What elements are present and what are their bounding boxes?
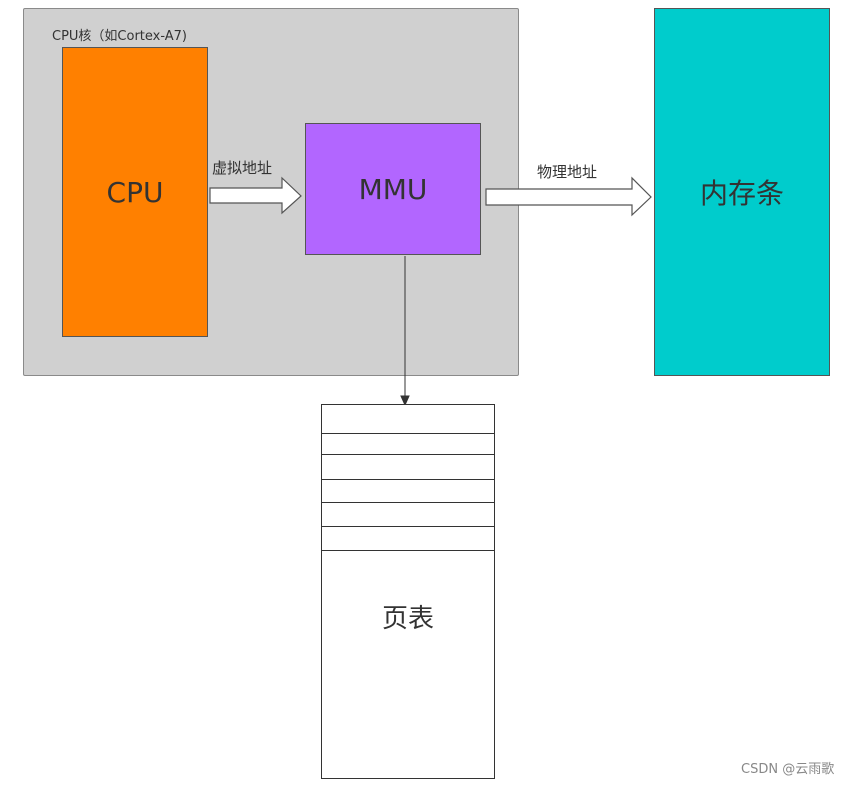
watermark: CSDN @云雨歌	[741, 762, 835, 777]
cpu-core-label: CPU核（如Cortex-A7)	[52, 29, 188, 44]
cpu-label: CPU	[106, 175, 164, 209]
cpu-block: CPU	[62, 47, 208, 337]
virtual-address-label: 虚拟地址	[212, 159, 273, 177]
page-table-row	[322, 433, 494, 434]
memory-label: 内存条	[699, 177, 784, 210]
mmu-block: MMU	[305, 123, 481, 255]
page-table	[321, 404, 495, 779]
page-table-row	[322, 526, 494, 527]
page-table-row	[322, 454, 494, 455]
memory-block: 内存条	[654, 8, 830, 376]
page-table-row	[322, 502, 494, 503]
mmu-label: MMU	[358, 172, 428, 206]
page-table-label: 页表	[381, 604, 434, 634]
page-table-row	[322, 479, 494, 480]
physical-address-label: 物理地址	[537, 163, 598, 181]
page-table-row	[322, 550, 494, 551]
